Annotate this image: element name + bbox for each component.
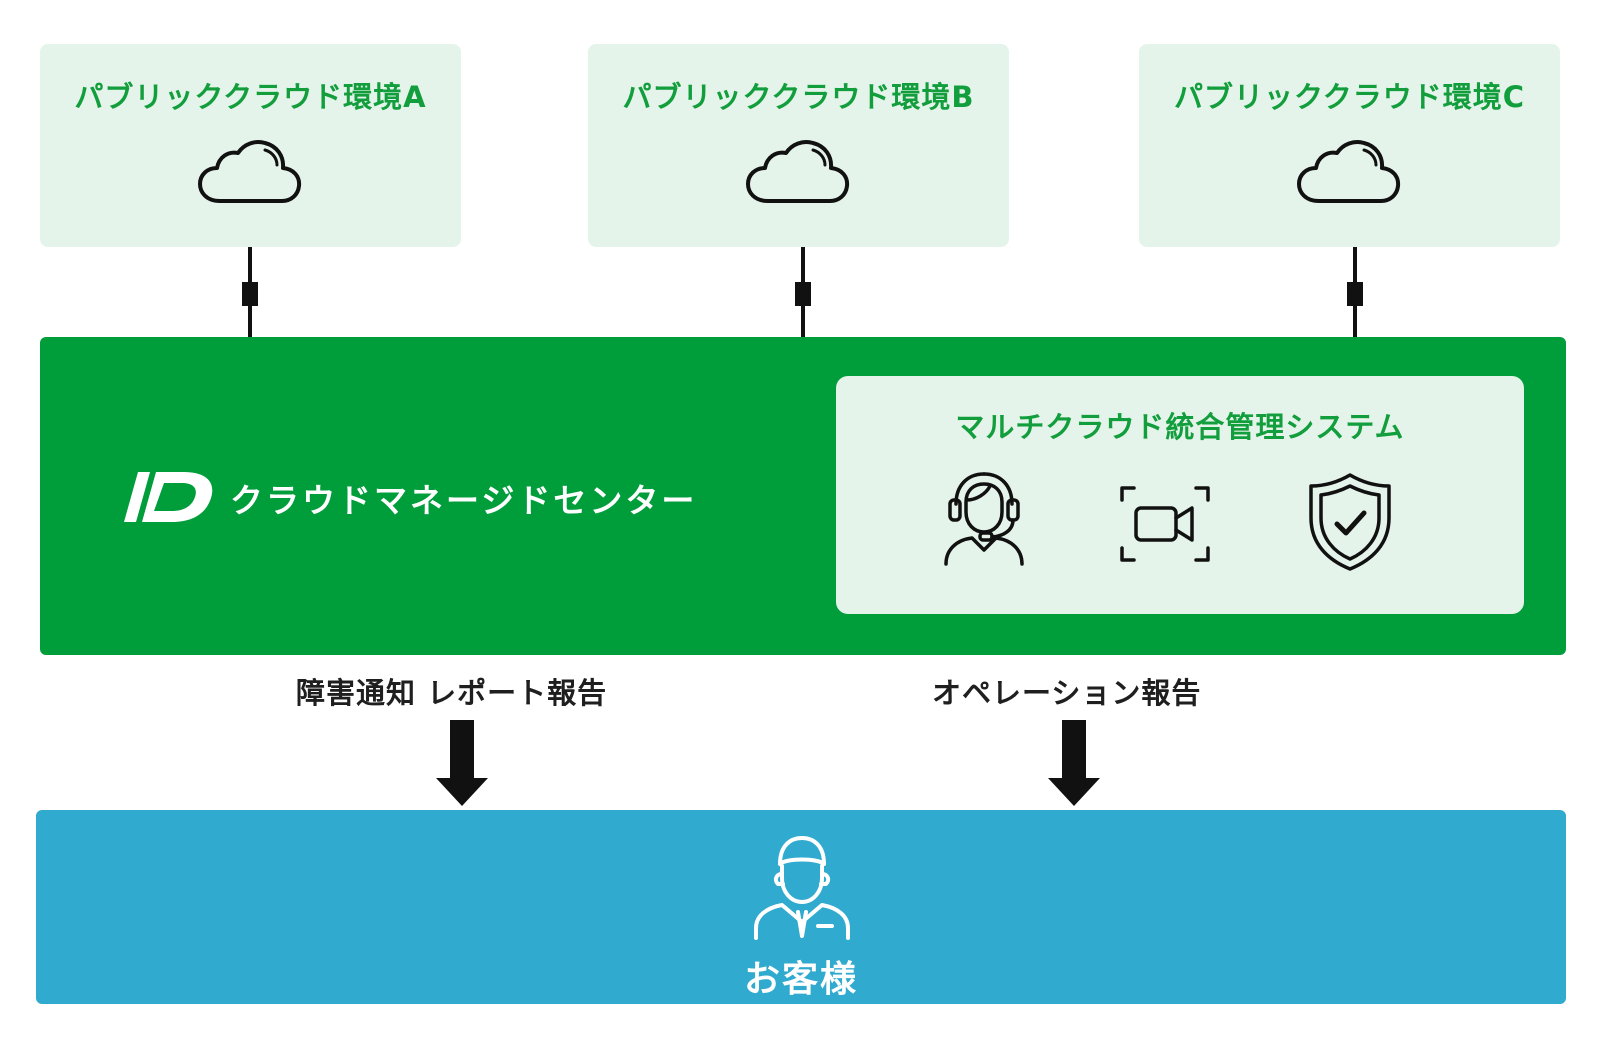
operator-headset-icon — [944, 472, 1024, 566]
cloud-icon — [198, 140, 302, 203]
cloud-managed-center: クラウドマネージドセンター マルチクラウド統合管理システム — [40, 337, 1566, 655]
cloud-environment-title: パブリッククラウド環境B — [622, 80, 975, 114]
businessman-icon — [754, 836, 850, 940]
arrow-down-icon — [436, 720, 488, 806]
connector-line — [795, 247, 811, 337]
id-logo — [124, 472, 213, 522]
cloud-environment-a: パブリッククラウド環境A — [40, 44, 461, 247]
cloud-environment-title: パブリッククラウド環境C — [1173, 80, 1526, 114]
cloud-icon — [1297, 140, 1401, 203]
connector-line — [242, 247, 258, 337]
video-camera-icon — [1120, 486, 1210, 562]
customer-label: お客様 — [743, 959, 858, 1000]
report-label-operation: オペレーション報告 — [932, 676, 1202, 710]
system-title: マルチクラウド統合管理システム — [955, 410, 1405, 444]
center-name: クラウドマネージドセンター — [230, 481, 698, 520]
customer-panel: お客様 — [36, 810, 1566, 1004]
cloud-icon — [746, 140, 850, 203]
cloud-environment-c: パブリッククラウド環境C — [1139, 44, 1560, 247]
shield-check-icon — [1309, 473, 1391, 571]
arrow-down-icon — [1048, 720, 1100, 806]
report-label-incident: 障害通知 レポート報告 — [296, 676, 608, 710]
cloud-environment-title: パブリッククラウド環境A — [74, 80, 427, 114]
cloud-environment-b: パブリッククラウド環境B — [588, 44, 1009, 247]
multi-cloud-management-system: マルチクラウド統合管理システム — [836, 376, 1524, 614]
connector-line — [1347, 247, 1363, 337]
